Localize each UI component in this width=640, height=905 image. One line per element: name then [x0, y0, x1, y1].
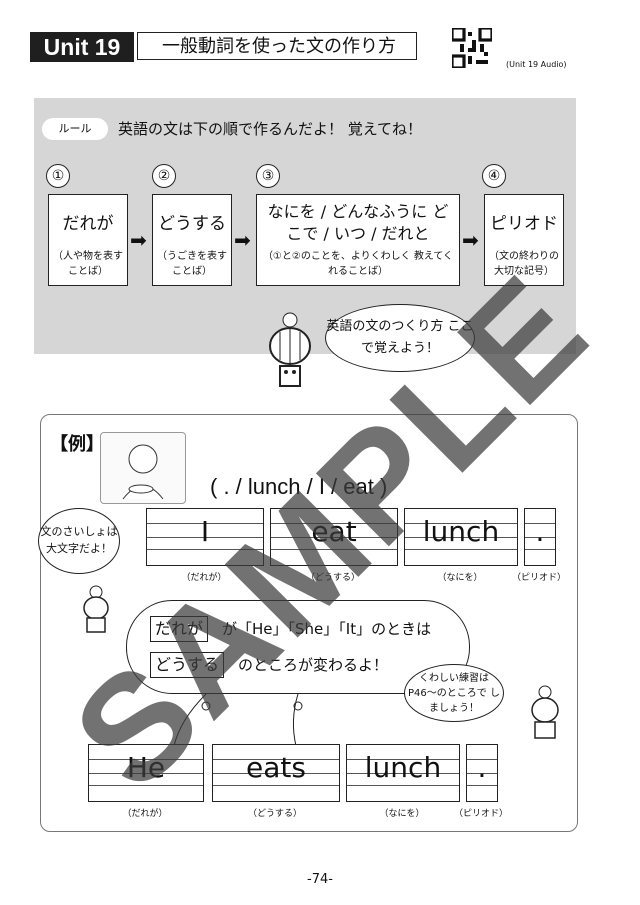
caption: （なにを）: [437, 573, 483, 583]
caption: （どうする）: [247, 809, 302, 819]
answer-box-who: I: [146, 508, 264, 566]
answer-word: .: [477, 751, 487, 784]
mascot-icon: [83, 585, 109, 633]
answer-word: I: [200, 515, 210, 548]
answer-box-do: eat: [270, 508, 398, 566]
step-sub: （①と②のことを、よりくわしく 教えてくれることば）: [262, 251, 454, 277]
answer-box-who: He: [88, 744, 204, 802]
speech-bubble-rule: 英語の文のつくり方 ここで覚えよう！: [325, 304, 475, 372]
caption: （ピリオド）: [511, 573, 566, 583]
answer-word: He: [126, 751, 166, 784]
answer-box-period: .: [524, 508, 556, 566]
qr-code-icon[interactable]: [452, 28, 492, 68]
caption: （どうする）: [305, 573, 360, 583]
answer-box-do: eats: [212, 744, 340, 802]
unit-title: 一般動詞を使った文の作り方: [137, 32, 417, 60]
speech-bubble-hint: くわしい練習は P46〜のところで しましょう！: [404, 664, 504, 722]
step-main: どうする: [158, 214, 226, 234]
rule-text: 英語の文は下の順で作るんだよ！ 覚えてね！: [118, 120, 423, 138]
explain-text-1: が「He」「She」「It」のときは: [222, 620, 432, 638]
step-box-detail: なにを / どんなふうに どこで / いつ / だれと （①と②のことを、よりく…: [256, 194, 460, 286]
audio-label: (Unit 19 Audio): [506, 60, 567, 69]
answer-word: lunch: [364, 751, 442, 784]
step-box-do: どうする （うごきを表す ことば）: [152, 194, 232, 286]
rule-tag: ルール: [42, 118, 108, 140]
boy-eating-illustration: [100, 432, 186, 504]
tag-do: どうする: [150, 652, 225, 678]
caption: （だれが）: [181, 573, 227, 583]
answer-word: eats: [246, 751, 306, 784]
caption: （ピリオド）: [453, 809, 508, 819]
caption: （なにを）: [379, 809, 425, 819]
step-sub: （文の終わりの 大切な記号）: [489, 251, 559, 277]
answer-word: .: [535, 515, 545, 548]
mascot-icon: [531, 685, 559, 739]
connector-arrows: [173, 693, 303, 747]
explain-text-2: のところが変わるよ！: [238, 656, 389, 674]
tag-who: だれが: [150, 616, 209, 642]
step-number-2: ②: [152, 164, 176, 188]
example-panel: [40, 414, 578, 832]
answer-box-what: lunch: [346, 744, 460, 802]
arrow-right-icon: ➡: [130, 228, 147, 252]
arrow-right-icon: ➡: [462, 228, 479, 252]
unit-badge: Unit 19: [30, 32, 134, 62]
step-main: だれが: [62, 214, 114, 234]
step-main: ピリオド: [490, 214, 558, 234]
answer-box-period: .: [466, 744, 498, 802]
step-box-period: ピリオド （文の終わりの 大切な記号）: [484, 194, 564, 286]
arrow-right-icon: ➡: [234, 228, 251, 252]
answer-box-what: lunch: [404, 508, 518, 566]
mascot-icon: [269, 312, 311, 387]
example-label: 【例】: [50, 434, 104, 455]
page-number: -74-: [307, 872, 333, 887]
speech-bubble-capital: 文のさいしょは 大文字だよ！: [38, 508, 120, 574]
step-sub: （人や物を表す ことば）: [53, 251, 123, 277]
step-number-3: ③: [256, 164, 280, 188]
step-box-who: だれが （人や物を表す ことば）: [48, 194, 128, 286]
step-main: なにを / どんなふうに どこで / いつ / だれと: [267, 202, 449, 243]
answer-word: lunch: [422, 515, 500, 548]
step-sub: （うごきを表す ことば）: [157, 251, 227, 277]
scramble-words: ( . / lunch / I / eat ): [210, 474, 388, 499]
step-number-4: ④: [482, 164, 506, 188]
answer-word: eat: [311, 515, 357, 548]
step-number-1: ①: [46, 164, 70, 188]
caption: （だれが）: [122, 809, 168, 819]
